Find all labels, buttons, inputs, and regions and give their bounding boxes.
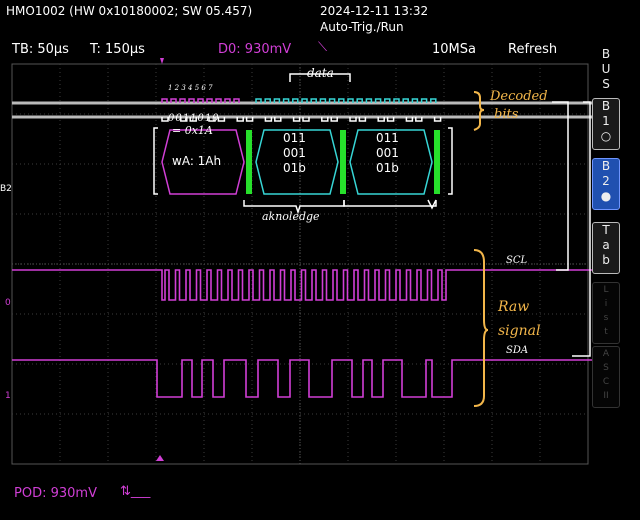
digital-waveforms xyxy=(12,269,604,398)
trigger-mode[interactable]: Auto-Trig./Run xyxy=(320,20,404,34)
annotation-scl: SCL xyxy=(506,255,528,266)
bus-bits-row xyxy=(12,98,604,122)
list-button[interactable]: L i s t xyxy=(592,282,620,344)
data-frame-2-text: 011 001 01b xyxy=(376,131,399,175)
d1-channel-label: 1 xyxy=(5,391,11,401)
datetime: 2024-12-11 13:32 xyxy=(320,4,429,18)
annotation-acknowledge: aknoledge xyxy=(262,210,320,223)
ack-marker-1 xyxy=(246,130,252,194)
ack-marker-2 xyxy=(340,130,346,194)
data-frame-2[interactable] xyxy=(349,129,433,195)
trigger-level-readout[interactable]: D0: 930mV xyxy=(218,42,292,57)
sample-rate-readout: 10MSa xyxy=(432,42,476,57)
bus-b2-button[interactable]: B 2 ● xyxy=(592,158,620,210)
refresh-mode[interactable]: Refresh xyxy=(508,42,558,57)
b2-channel-label: B2 xyxy=(0,184,12,194)
device-info: HMO1002 (HW 0x10180002; SW 05.457) xyxy=(6,4,253,18)
radio-off-icon: ○ xyxy=(600,129,612,143)
ascii-button[interactable]: A S C II xyxy=(592,346,620,408)
sda-waveform[interactable] xyxy=(12,359,604,398)
annotation-bit-numbers: 1 2 3 4 5 6 7 xyxy=(168,84,213,92)
bus-b1-button[interactable]: B 1 ○ xyxy=(592,98,620,150)
annotations-orange xyxy=(473,91,489,407)
annotation-address-hex: = 0x1A xyxy=(172,124,213,137)
ack-marker-3 xyxy=(434,130,440,194)
annotations-white xyxy=(153,73,591,357)
pod-threshold-readout[interactable]: POD: 930mV xyxy=(14,486,97,501)
trigger-slope-icon: ⟍ xyxy=(318,40,328,55)
timebase-readout[interactable]: TB: 50µs xyxy=(12,42,69,57)
data-frame-1-text: 011 001 01b xyxy=(283,131,306,175)
address-frame[interactable] xyxy=(161,129,245,195)
annotation-data: data xyxy=(307,66,334,80)
data-frame-1[interactable] xyxy=(255,129,339,195)
radio-on-icon: ● xyxy=(600,189,612,203)
bus-decode-row xyxy=(161,129,440,195)
trigger-position-marker[interactable] xyxy=(156,455,164,461)
address-decode-text: wA: 1Ah xyxy=(172,154,222,168)
graticule xyxy=(11,63,589,465)
annotation-raw-signal: Raw signal xyxy=(498,299,541,339)
annotation-sda: SDA xyxy=(506,345,529,356)
trigger-level-icon xyxy=(160,58,164,64)
trigger-time-readout[interactable]: T: 150µs xyxy=(90,42,145,57)
annotation-address-bits: 0011010 xyxy=(168,113,220,124)
d0-channel-label: 0 xyxy=(5,298,11,308)
bus-menu-button[interactable]: B U S xyxy=(592,46,620,96)
annotation-decoded-bits: Decoded bits xyxy=(490,89,548,122)
scl-waveform[interactable] xyxy=(12,269,604,301)
table-button[interactable]: T a b xyxy=(592,222,620,274)
pod-trigger-icon: ⇅___ xyxy=(120,484,151,499)
